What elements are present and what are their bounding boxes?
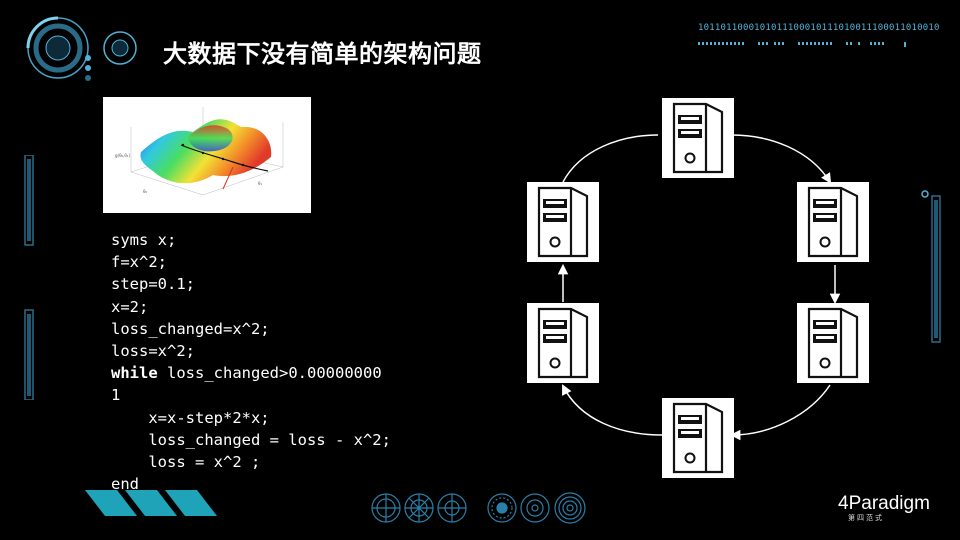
server-tower-icon bbox=[660, 96, 736, 180]
decorative-circles-bottom bbox=[371, 492, 586, 524]
code-line: loss_changed = loss - x^2; bbox=[111, 430, 391, 449]
logo-subtitle: 第四范式 bbox=[848, 514, 884, 522]
surface-plot-image: g(θ₀,θ₁) θ₀ θ₁ bbox=[103, 97, 311, 213]
logo-brand-name: Paradigm bbox=[848, 493, 930, 514]
decorative-rings-top-left bbox=[26, 16, 137, 81]
code-line: f=x^2; bbox=[111, 253, 167, 272]
svg-text:θ₁: θ₁ bbox=[258, 181, 262, 186]
paradigm-logo: 4Paradigm 第四范式 bbox=[838, 493, 930, 523]
server-tower-icon bbox=[795, 301, 871, 385]
code-line: loss_changed=x^2; bbox=[111, 319, 270, 338]
server-tower-icon bbox=[660, 396, 736, 480]
server-tower-icon bbox=[525, 301, 601, 385]
server-ring-diagram bbox=[525, 96, 871, 480]
logo-prefix: 4 bbox=[838, 493, 849, 514]
slide-title: 大数据下没有简单的架构问题 bbox=[163, 40, 482, 68]
svg-text:θ₀: θ₀ bbox=[143, 189, 147, 194]
binary-ticks-decoration bbox=[698, 42, 906, 47]
code-line: x=x-step*2*x; bbox=[111, 408, 270, 427]
code-line: end bbox=[111, 475, 139, 494]
logo-brand: 4Paradigm bbox=[838, 493, 930, 515]
svg-text:g(θ₀,θ₁): g(θ₀,θ₁) bbox=[115, 153, 130, 158]
code-line: 1 bbox=[111, 386, 121, 405]
code-line: loss=x^2; bbox=[111, 341, 195, 360]
code-line: step=0.1; bbox=[111, 275, 195, 294]
code-line: syms x; bbox=[111, 231, 177, 249]
code-block: syms x; f=x^2; step=0.1; x=2; loss_changed=x… bbox=[111, 229, 391, 495]
server-tower-icon bbox=[525, 180, 601, 264]
code-line: loss = x^2 ; bbox=[111, 452, 261, 471]
decorative-parallelograms bbox=[85, 490, 217, 516]
code-keyword-while: while bbox=[111, 364, 158, 383]
decorative-side-bars-left bbox=[24, 155, 34, 400]
code-while-condition: loss_changed>0.00000000 bbox=[167, 364, 382, 383]
code-line-while: while loss_changed>0.00000000 bbox=[111, 362, 391, 384]
server-tower-icon bbox=[795, 180, 871, 264]
decorative-side-bar-right bbox=[921, 190, 941, 343]
code-line: x=2; bbox=[111, 297, 149, 316]
binary-decoration-text: 1011011000101011100010111010011100011010… bbox=[698, 23, 940, 33]
